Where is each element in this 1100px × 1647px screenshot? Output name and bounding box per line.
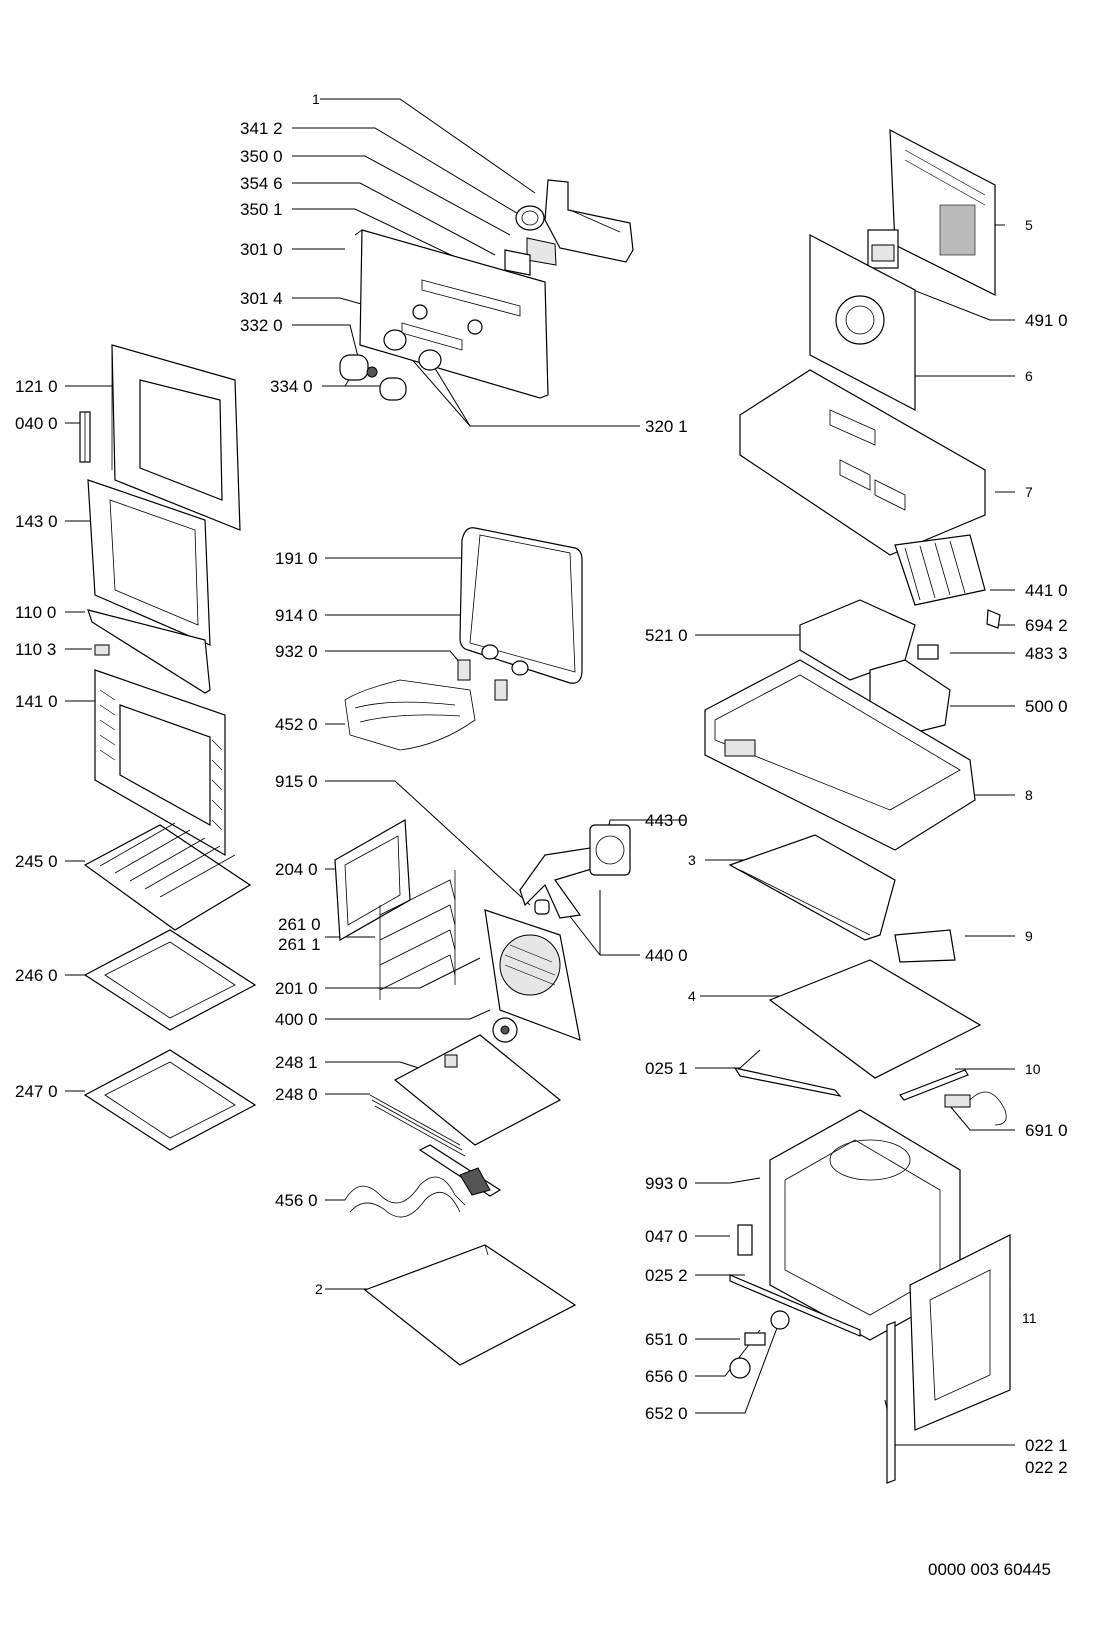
callout-483-3: 483 3 [1025,644,1068,663]
callout-2: 2 [315,1281,323,1297]
callout-652-0: 652 0 [645,1404,688,1423]
callout-248-1: 248 1 [275,1053,318,1072]
callout-143-0: 143 0 [15,512,58,531]
callout-110-0: 110 0 [15,603,56,622]
callout-350-1: 350 1 [240,200,283,219]
callout-5: 5 [1025,217,1033,233]
callout-993-0: 993 0 [645,1174,688,1193]
callout-440-0: 440 0 [645,946,688,965]
housing-group [704,128,1011,1484]
callout-022-2: 022 2 [1025,1458,1068,1477]
callout-354-6: 354 6 [240,174,283,193]
callout-694-2: 694 2 [1025,616,1068,635]
callout-500-0: 500 0 [1025,697,1068,716]
callout-521-0: 521 0 [645,626,688,645]
callout-914-0: 914 0 [275,606,318,625]
callout-332-0: 332 0 [240,316,283,335]
callout-121-0: 121 0 [15,377,58,396]
callout-320-1: 320 1 [645,417,688,436]
callout-456-0: 456 0 [275,1191,318,1210]
callout-025-2: 025 2 [645,1266,688,1285]
callout-247-0: 247 0 [15,1082,58,1101]
callout-441-0: 441 0 [1025,581,1068,600]
callout-248-0: 248 0 [275,1085,318,1104]
callout-452-0: 452 0 [275,715,318,734]
callout-1: 1 [312,91,320,107]
callout-3: 3 [688,852,696,868]
callout-10: 10 [1025,1061,1041,1077]
callout-915-0: 915 0 [275,772,318,791]
callout-11: 11 [1022,1310,1037,1326]
callout-400-0: 400 0 [275,1010,318,1029]
callout-191-0: 191 0 [275,549,318,568]
callout-341-2: 341 2 [240,119,283,138]
callout-491-0: 491 0 [1025,311,1068,330]
callout-204-0: 204 0 [275,860,318,879]
callout-443-0: 443 0 [645,811,688,830]
callout-932-0: 932 0 [275,642,318,661]
callout-656-0: 656 0 [645,1367,688,1386]
document-number: 0000 003 60445 [928,1560,1051,1579]
callout-651-0: 651 0 [645,1330,688,1349]
callout-022-1: 022 1 [1025,1436,1068,1455]
callout-334-0: 334 0 [270,377,313,396]
door-group [79,344,257,1151]
callout-246-0: 246 0 [15,966,58,985]
callout-8: 8 [1025,787,1033,803]
callout-9: 9 [1025,928,1033,944]
callout-040-0: 040 0 [15,414,58,433]
callout-301-4: 301 4 [240,289,283,308]
callout-691-0: 691 0 [1025,1121,1068,1140]
callout-245-0: 245 0 [15,852,58,871]
callout-025-1: 025 1 [645,1059,688,1078]
callout-350-0: 350 0 [240,147,283,166]
callout-110-3: 110 3 [15,640,56,659]
callout-7: 7 [1025,484,1033,500]
callout-201-0: 201 0 [275,979,318,998]
callout-6: 6 [1025,368,1033,384]
callout-141-0: 141 0 [15,692,58,711]
callout-301-0: 301 0 [240,240,283,259]
callout-4: 4 [688,988,696,1004]
cavity-parts-group [334,527,631,1366]
control-panel-group [339,179,634,401]
callout-261-1: 261 1 [278,935,321,954]
callout-261-0: 261 0 [278,915,321,934]
callout-labels: 1 341 2 350 0 354 6 350 1 301 0 301 4 33… [15,91,1068,1477]
callout-047-0: 047 0 [645,1227,688,1246]
